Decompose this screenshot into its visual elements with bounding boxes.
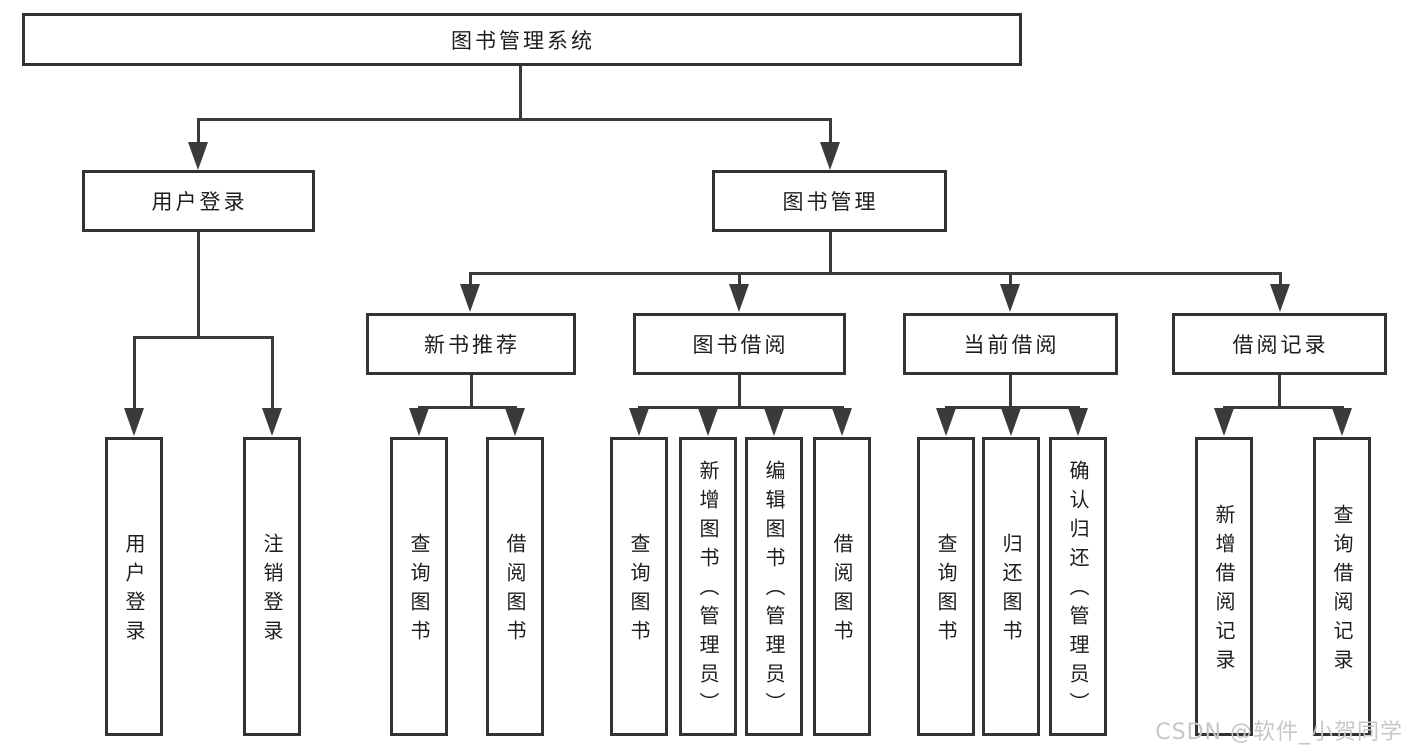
connector-arrowhead [262, 408, 282, 436]
connector-line [132, 337, 136, 412]
node-label: 新增借阅记录 [1212, 503, 1236, 678]
connector-line [417, 405, 517, 409]
connector-arrowhead [188, 142, 208, 170]
node-login: 用户登录 [105, 437, 163, 736]
node-query-books-current: 查询图书 [917, 437, 975, 736]
connector-line [469, 375, 473, 409]
connector-line [1008, 273, 1012, 288]
connector-line [1277, 375, 1281, 409]
connector-arrowhead [505, 408, 525, 436]
connector-line [270, 337, 274, 412]
connector-arrowhead [1001, 408, 1021, 436]
connector-line [637, 405, 844, 409]
node-label: 当前借阅 [963, 333, 1060, 357]
node-confirm-return-admin: 确认归还（管理员） [1049, 437, 1107, 736]
connector-arrowhead [832, 408, 852, 436]
connector-arrowhead [409, 408, 429, 436]
connector-line [737, 273, 741, 288]
node-add-borrow-record: 新增借阅记录 [1195, 437, 1253, 736]
connector-line [518, 66, 522, 120]
node-label: 借阅图书 [503, 532, 527, 649]
node-label: 用户登录 [122, 532, 146, 649]
node-system-root: 图书管理系统 [22, 13, 1022, 66]
connector-line [1222, 405, 1344, 409]
node-book-management: 图书管理 [712, 170, 947, 232]
connector-arrowhead [698, 408, 718, 436]
node-query-books-borrow: 查询图书 [610, 437, 668, 736]
node-query-borrow-record: 查询借阅记录 [1313, 437, 1371, 736]
node-query-books-recommend: 查询图书 [390, 437, 448, 736]
node-label: 确认归还（管理员） [1066, 460, 1090, 721]
connector-line [828, 232, 832, 275]
node-label: 图书管理 [782, 190, 879, 214]
node-label: 借阅图书 [830, 532, 854, 649]
node-add-book-admin: 新增图书（管理员） [679, 437, 737, 736]
node-label: 图书借阅 [692, 333, 789, 357]
connector-arrowhead [1214, 408, 1234, 436]
node-label: 归还图书 [999, 532, 1023, 649]
connector-arrowhead [1332, 408, 1352, 436]
node-edit-book-admin: 编辑图书（管理员） [745, 437, 803, 736]
connector-arrowhead [1000, 284, 1020, 312]
node-new-book-recommend: 新书推荐 [366, 313, 576, 375]
connector-arrowhead [764, 408, 784, 436]
connector-arrowhead [460, 284, 480, 312]
connector-line [828, 119, 832, 146]
node-borrow-books-borrow: 借阅图书 [813, 437, 871, 736]
connector-line [737, 375, 741, 409]
connector-line [196, 117, 832, 121]
node-label: 查询图书 [934, 532, 958, 649]
connector-arrowhead [820, 142, 840, 170]
node-label: 图书管理系统 [451, 28, 595, 53]
node-label: 新书推荐 [424, 333, 520, 357]
node-label: 用户登录 [151, 190, 248, 214]
node-label: 查询图书 [627, 532, 651, 649]
connector-line [196, 232, 200, 339]
connector-arrowhead [629, 408, 649, 436]
node-label: 查询图书 [407, 532, 431, 649]
node-label: 借阅记录 [1232, 333, 1329, 357]
node-label: 注销登录 [260, 532, 284, 649]
connector-arrowhead [936, 408, 956, 436]
node-return-book: 归还图书 [982, 437, 1040, 736]
connector-arrowhead [124, 408, 144, 436]
connector-line [1008, 375, 1012, 409]
connector-arrowhead [1068, 408, 1088, 436]
connector-line [468, 273, 472, 288]
node-book-borrow: 图书借阅 [633, 313, 846, 375]
connector-arrowhead [1270, 284, 1290, 312]
connector-arrowhead [729, 284, 749, 312]
node-label: 编辑图书（管理员） [762, 460, 786, 721]
node-logout: 注销登录 [243, 437, 301, 736]
connector-line [132, 335, 274, 339]
connector-line [468, 271, 1282, 275]
connector-line [1278, 273, 1282, 288]
node-label: 新增图书（管理员） [696, 460, 720, 721]
csdn-watermark: CSDN @软件_小贺同学 [1155, 720, 1403, 745]
node-borrow-records: 借阅记录 [1172, 313, 1387, 375]
node-current-borrow: 当前借阅 [903, 313, 1118, 375]
connector-line [196, 119, 200, 146]
node-borrow-books-recommend: 借阅图书 [486, 437, 544, 736]
node-user-login: 用户登录 [82, 170, 315, 232]
node-label: 查询借阅记录 [1330, 503, 1354, 678]
